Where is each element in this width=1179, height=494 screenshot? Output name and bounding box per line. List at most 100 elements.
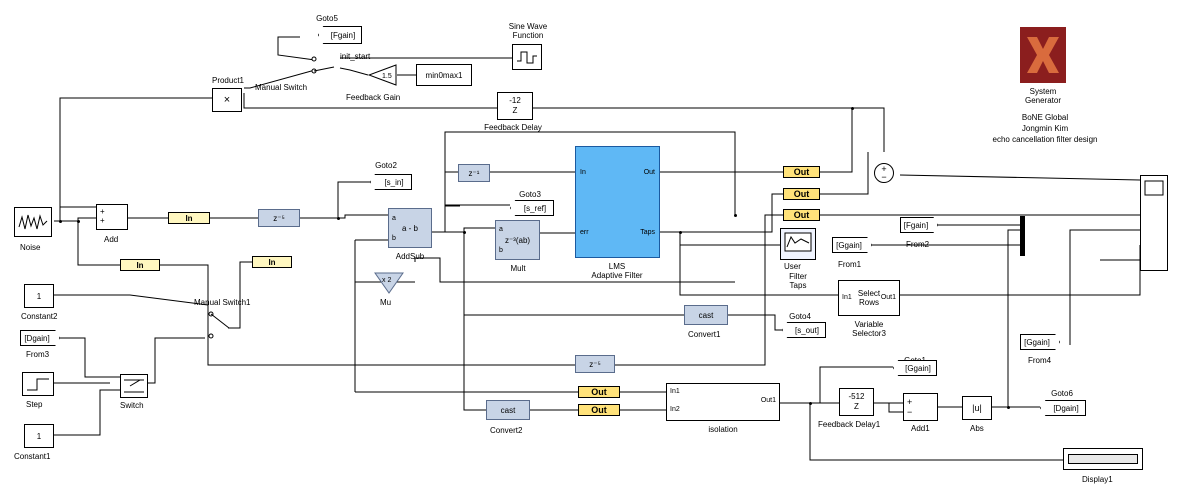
credits-line2: Jongmin Kim <box>1021 124 1069 133</box>
goto3-tag[interactable]: [s_ref] <box>510 200 554 216</box>
mult-label: Mult <box>510 264 526 273</box>
sum-block[interactable]: +− <box>874 163 894 183</box>
gateway-in-1[interactable]: In <box>168 212 210 224</box>
lms-block[interactable]: In err Out Taps <box>575 146 660 258</box>
lms-taps-port: Taps <box>640 229 655 236</box>
add-label: Add <box>104 235 119 244</box>
sysgen-block[interactable] <box>1020 27 1066 83</box>
switch-block[interactable] <box>120 374 148 398</box>
filter-taps-scope[interactable] <box>780 228 816 260</box>
from4-tag[interactable]: [Ggain] <box>1020 334 1060 350</box>
sine-wave-icon <box>517 51 537 64</box>
junction-dot <box>463 231 466 234</box>
select-rows-block[interactable]: In1 Select Rows Out1 <box>838 280 900 316</box>
feedback-gain-block[interactable]: 1.5 <box>368 64 398 86</box>
scope-icon <box>1144 180 1164 196</box>
isolation-in1: In1 <box>670 388 680 395</box>
constant2-label: Constant2 <box>21 312 58 321</box>
from1-label: From1 <box>838 260 862 269</box>
junction-dot <box>77 220 80 223</box>
from1-tag[interactable]: [Ggain] <box>832 237 872 253</box>
manual-switch-icon[interactable] <box>310 55 340 77</box>
junction-dot <box>59 220 62 223</box>
svg-text:1.5: 1.5 <box>382 73 392 80</box>
constant2-block[interactable]: 1 <box>24 284 54 308</box>
manual-switch1-label: Manual Switch1 <box>194 298 251 307</box>
goto3-name: Goto3 <box>519 190 541 199</box>
junction-dot <box>679 231 682 234</box>
goto4-tag[interactable]: [s_out] <box>782 322 826 338</box>
select-rows-title: Select Rows <box>857 289 881 307</box>
from2-tag[interactable]: [Fgain] <box>900 217 938 233</box>
goto5-tag[interactable]: [Fgain] <box>318 26 362 44</box>
gateway-out-3[interactable]: Out <box>783 209 820 221</box>
product1-label: Product1 <box>211 76 245 85</box>
mult-block[interactable]: a b z⁻³(ab) <box>495 220 540 260</box>
convert2-block[interactable]: cast <box>486 400 530 420</box>
credits-line3: echo cancellation filter design <box>992 135 1098 144</box>
mu-label: Mu <box>380 298 392 307</box>
feedback-delay-block[interactable]: -12 Z <box>497 92 533 120</box>
gateway-out-4[interactable]: Out <box>578 386 620 398</box>
credits-line1: BoNE Global <box>1021 113 1069 122</box>
xilinx-logo-icon <box>1027 37 1059 73</box>
isolation-label: isolation <box>708 425 738 434</box>
step-icon <box>27 378 49 391</box>
feedback-delay1-label: Feedback Delay1 <box>818 420 881 429</box>
mu-block[interactable]: x 2 <box>374 272 404 294</box>
isolation-block[interactable]: In1 In2 Out1 <box>666 383 780 421</box>
from4-label: From4 <box>1028 356 1052 365</box>
display1-block[interactable] <box>1063 448 1143 470</box>
add1-block[interactable]: +− <box>903 393 938 421</box>
noise-block[interactable] <box>14 207 52 237</box>
lms-out-port: Out <box>643 169 655 176</box>
convert2-label: Convert2 <box>490 426 523 435</box>
isolation-in2: In2 <box>670 406 680 413</box>
constant1-block[interactable]: 1 <box>24 424 54 448</box>
delay-block-1[interactable]: z⁻⁵ <box>258 209 300 227</box>
gateway-out-2[interactable]: Out <box>783 188 820 200</box>
convert1-label: Convert1 <box>688 330 721 339</box>
gateway-out-5[interactable]: Out <box>578 404 620 416</box>
add-block[interactable]: ++ <box>96 204 128 230</box>
gateway-in-2[interactable]: In <box>120 259 160 271</box>
sine-wave-block[interactable] <box>512 44 542 70</box>
switch-icon <box>124 379 144 393</box>
goto2-tag[interactable]: [s_in] <box>370 174 412 190</box>
addsub-label: AddSub <box>395 252 425 261</box>
noise-icon <box>18 214 48 230</box>
junction-dot <box>809 402 812 405</box>
from2-label: From2 <box>906 240 930 249</box>
select-rows-in: In1 <box>842 294 852 301</box>
delay-block-2[interactable]: z⁻⁵ <box>575 355 615 373</box>
lms-in-port: In <box>580 169 586 176</box>
step-block[interactable] <box>22 372 54 396</box>
goto1-tag[interactable]: [Ggain] <box>893 360 937 376</box>
gateway-out-1[interactable]: Out <box>783 166 820 178</box>
gateway-in-3[interactable]: In <box>252 256 292 268</box>
mux-bar[interactable] <box>1020 216 1025 256</box>
scope-block[interactable] <box>1140 175 1168 271</box>
add1-label: Add1 <box>911 424 930 433</box>
mult-symbol: z⁻³(ab) <box>504 235 531 245</box>
svg-text:x 2: x 2 <box>382 277 391 284</box>
addsub-symbol: a - b <box>401 223 418 233</box>
delay-block-lms[interactable]: z⁻¹ <box>458 164 490 182</box>
abs-label: Abs <box>970 424 984 433</box>
feedback-gain-label: Feedback Gain <box>346 93 401 102</box>
junction-dot <box>734 214 737 217</box>
abs-block[interactable]: |u| <box>962 396 992 420</box>
from3-label: From3 <box>26 350 50 359</box>
addsub-block[interactable]: a b a - b <box>388 208 432 248</box>
goto6-tag[interactable]: [Dgain] <box>1040 400 1086 416</box>
convert1-block[interactable]: cast <box>684 305 728 325</box>
from3-tag[interactable]: [Dgain] <box>20 330 60 346</box>
manual-switch1-icon[interactable] <box>205 308 235 342</box>
feedback-delay1-block[interactable]: -512 Z <box>839 388 874 416</box>
product1-block[interactable]: × <box>212 88 242 112</box>
goto4-name: Goto4 <box>789 312 811 321</box>
min0max1-block[interactable]: min0max1 <box>416 64 472 86</box>
